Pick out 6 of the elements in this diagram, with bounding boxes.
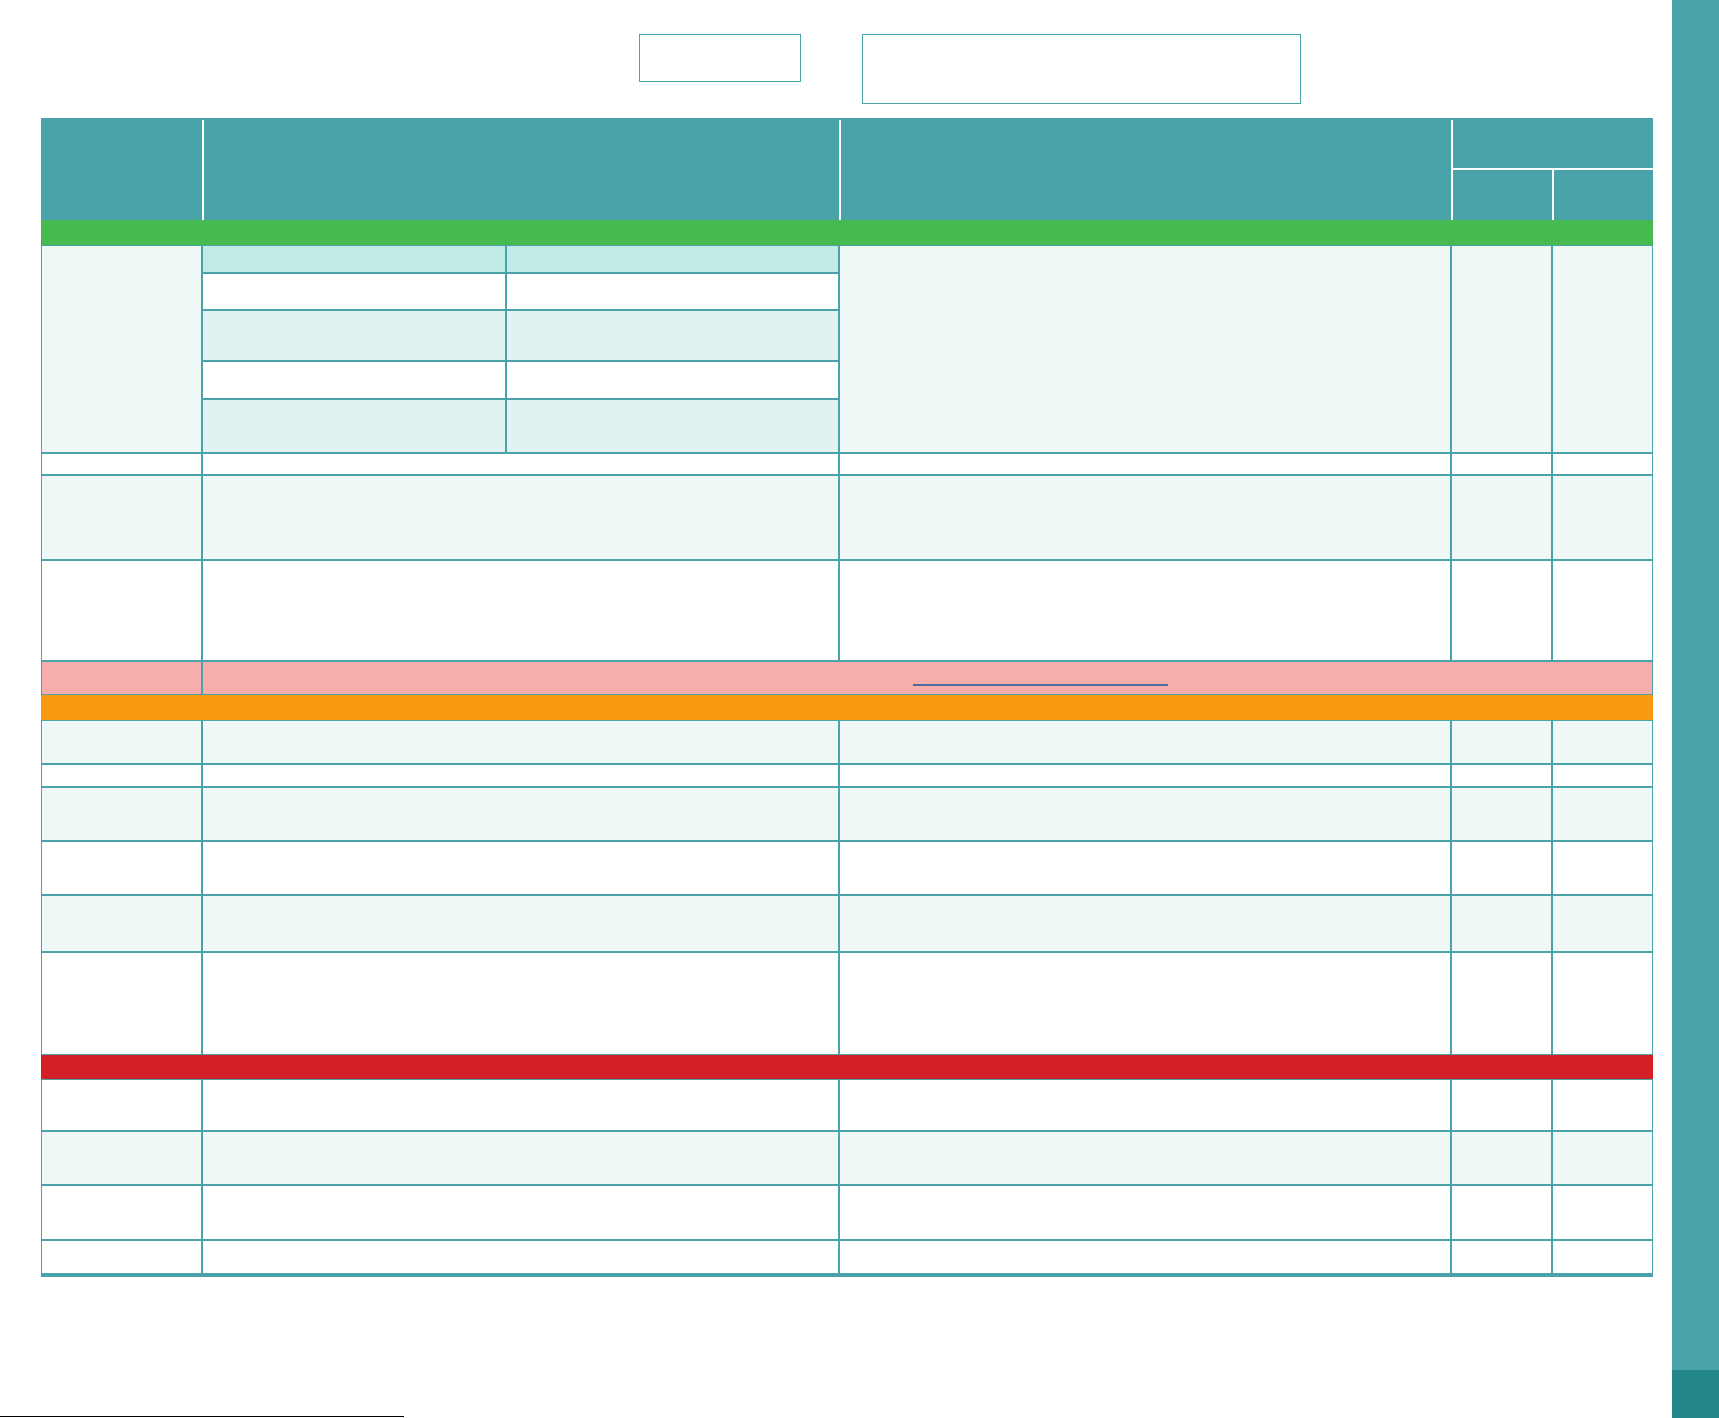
section-band xyxy=(41,695,1653,720)
empty-box xyxy=(862,34,1301,104)
side-bar xyxy=(1672,0,1719,1370)
section-band xyxy=(41,1055,1653,1079)
empty-box xyxy=(639,34,801,82)
section-band xyxy=(41,220,1653,245)
